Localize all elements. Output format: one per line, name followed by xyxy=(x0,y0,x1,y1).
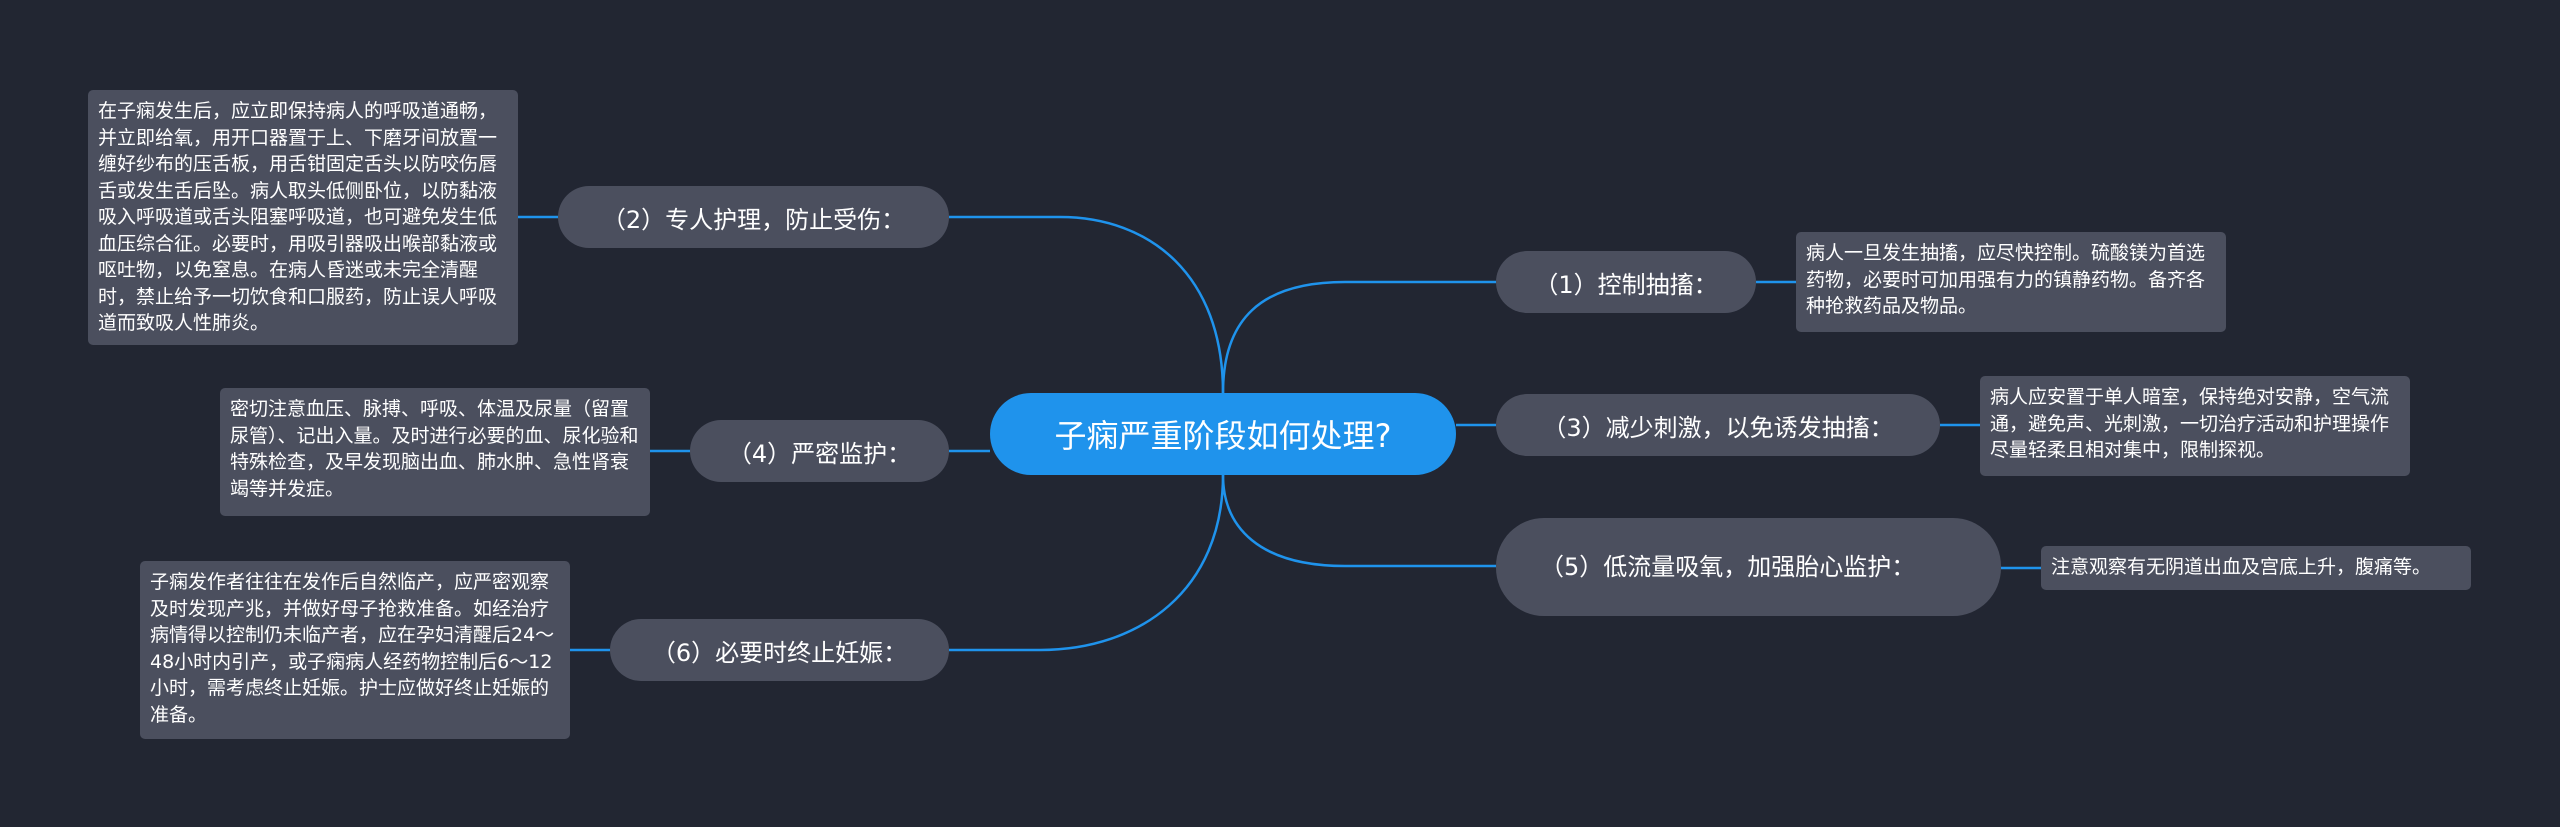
connector-root-b5 xyxy=(1221,474,1496,568)
connector-root-b1 xyxy=(1221,280,1496,394)
detail-reduce-stimulation: 病人应安置于单人暗室，保持绝对安静，空气流通，避免声、光刺激，一切治疗活动和护理… xyxy=(1980,376,2410,476)
detail-dedicated-nursing: 在子痫发生后，应立即保持病人的呼吸道通畅，并立即给氧，用开口器置于上、下磨牙间放… xyxy=(88,90,518,345)
branch-dedicated-nursing[interactable]: （2）专人护理，防止受伤： xyxy=(558,186,949,248)
branch-oxygen-fetal-monitoring[interactable]: （5）低流量吸氧，加强胎心监护： xyxy=(1496,518,2001,616)
branch-terminate-pregnancy[interactable]: （6）必要时终止妊娠： xyxy=(610,619,949,681)
branch-control-convulsion[interactable]: （1）控制抽搐： xyxy=(1496,251,1756,313)
branch-reduce-stimulation[interactable]: （3）减少刺激，以免诱发抽搐： xyxy=(1496,394,1940,456)
root-topic[interactable]: 子痫严重阶段如何处理? xyxy=(990,393,1456,475)
detail-close-monitoring: 密切注意血压、脉搏、呼吸、体温及尿量（留置尿管）、记出入量。及时进行必要的血、尿… xyxy=(220,388,650,516)
detail-terminate-pregnancy: 子痫发作者往往在发作后自然临产，应严密观察及时发现产兆，并做好母子抢救准备。如经… xyxy=(140,561,570,739)
detail-control-convulsion: 病人一旦发生抽搐，应尽快控制。硫酸镁为首选药物，必要时可加用强有力的镇静药物。备… xyxy=(1796,232,2226,332)
branch-close-monitoring[interactable]: （4）严密监护： xyxy=(690,420,949,482)
detail-oxygen-fetal-monitoring: 注意观察有无阴道出血及宫底上升，腹痛等。 xyxy=(2041,546,2471,590)
connector-root-b6 xyxy=(949,474,1225,652)
connector-root-b2 xyxy=(949,215,1225,394)
